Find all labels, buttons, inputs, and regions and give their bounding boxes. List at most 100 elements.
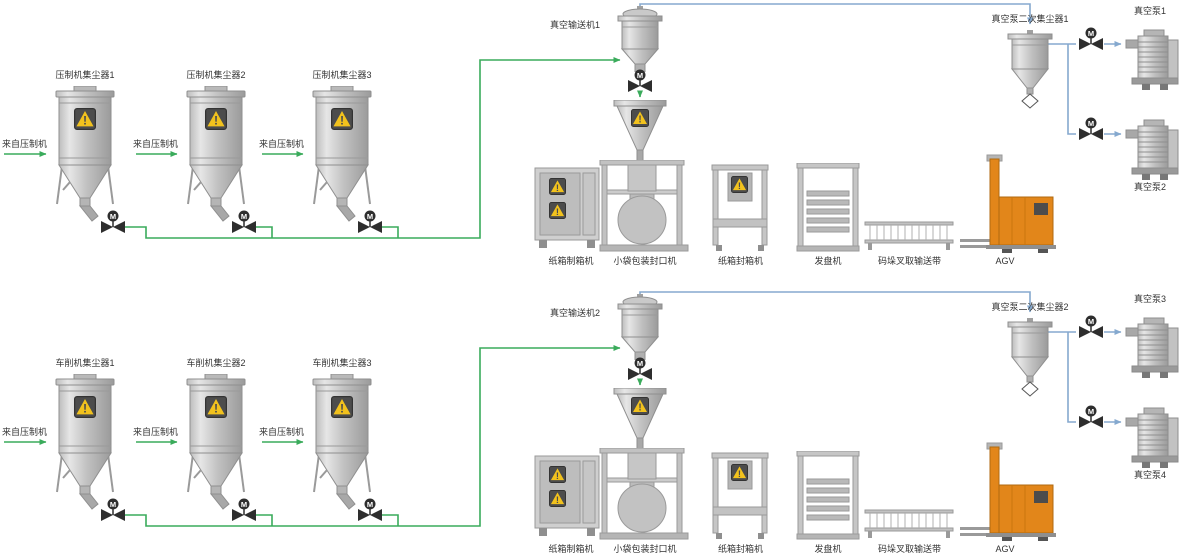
bag-packing-machine-icon: [600, 448, 688, 539]
pump-valve-2[interactable]: [1077, 117, 1105, 143]
dust-collector-1-label: 压制机集尘器1: [55, 70, 115, 80]
cabinet-machine-icon: [535, 456, 599, 536]
agv-forklift[interactable]: [960, 153, 1060, 253]
dust-collector-2-label: 车削机集尘器2: [186, 358, 246, 368]
dust-collector-3-label: 压制机集尘器3: [312, 70, 372, 80]
carton-forming-machine[interactable]: [533, 166, 603, 251]
carton-sealer-icon: [712, 453, 768, 539]
material-pipe: [125, 345, 621, 527]
secondary-collector[interactable]: [1000, 30, 1060, 110]
bag-packing-sealer-label: 小袋包装封口机: [613, 256, 677, 266]
dust-collector-3-label: 车削机集尘器3: [312, 358, 372, 368]
tray-dispenser-label: 发盘机: [814, 256, 842, 266]
motor-valve-icon: [232, 499, 256, 522]
motor-valve-icon: [628, 358, 652, 381]
agv-label: AGV: [995, 544, 1015, 554]
agv-forklift[interactable]: [960, 441, 1060, 541]
vacuum-pump-icon: [1126, 408, 1178, 468]
secondary-collector[interactable]: [1000, 318, 1060, 398]
tray-dispenser-icon: [797, 451, 859, 539]
source-label-2: 来自压制机: [133, 139, 179, 149]
tray-dispenser[interactable]: [795, 163, 861, 253]
source-label-3: 来自压制机: [259, 427, 305, 437]
dust-collector-icon: [187, 374, 245, 509]
carton-sealer-icon: [712, 165, 768, 251]
tray-dispenser[interactable]: [795, 451, 861, 541]
source-label-1: 来自压制机: [2, 427, 48, 437]
discharge-valve-3[interactable]: [356, 498, 384, 524]
vacuum-pump-2[interactable]: [1124, 406, 1184, 468]
vacuum-pump-icon: [1126, 30, 1178, 90]
conveyor-belt-icon: [865, 222, 953, 250]
palletizing-conveyor[interactable]: [864, 508, 954, 538]
motor-valve-icon: [1079, 28, 1103, 51]
vacuum-conveyor[interactable]: [612, 294, 668, 360]
press-line-section: 压制机集尘器1 压制机集尘器2 压制机集尘器3 来自压制机 来自压制机 来自压制…: [0, 0, 1194, 273]
vacuum-conveyor-icon: [618, 6, 662, 72]
agv-forklift-icon: [960, 443, 1056, 541]
motor-valve-icon: [628, 70, 652, 93]
vacuum-pump-2[interactable]: [1124, 118, 1184, 180]
discharge-valve-2[interactable]: [230, 210, 258, 236]
agv-forklift-icon: [960, 155, 1056, 253]
palletizing-conveyor-label: 码垛叉取输送带: [877, 256, 941, 266]
dust-collector-icon: [187, 86, 245, 221]
vacuum-pump-icon: [1126, 120, 1178, 180]
palletizing-conveyor[interactable]: [864, 220, 954, 250]
motor-valve-icon: [358, 499, 382, 522]
discharge-valve-1[interactable]: [99, 210, 127, 236]
tray-dispenser-label: 发盘机: [814, 544, 842, 554]
source-label-3: 来自压制机: [259, 139, 305, 149]
secondary-collector-icon: [1008, 318, 1052, 396]
material-pipe: [382, 514, 399, 526]
vacuum-pump-1[interactable]: [1124, 28, 1184, 90]
pump-valve-1[interactable]: [1077, 27, 1105, 53]
carton-forming-machine[interactable]: [533, 454, 603, 539]
palletizing-conveyor-label: 码垛叉取输送带: [877, 544, 941, 554]
bag-packing-machine-icon: [600, 160, 688, 251]
pump-valve-1[interactable]: [1077, 315, 1105, 341]
dust-collector-icon: [56, 86, 114, 221]
conveyor-belt-icon: [865, 510, 953, 538]
dust-collector-2-label: 压制机集尘器2: [186, 70, 246, 80]
source-label-1: 来自压制机: [2, 139, 48, 149]
motor-valve-icon: [1079, 118, 1103, 141]
carton-sealing-machine[interactable]: [710, 451, 770, 541]
discharge-valve-2[interactable]: [230, 498, 258, 524]
bag-packing-sealer[interactable]: [598, 448, 693, 543]
carton-forming-machine-label: 纸箱制箱机: [548, 256, 594, 266]
vacuum-pipe: [1067, 332, 1076, 423]
discharge-valve-1[interactable]: [99, 498, 127, 524]
carton-sealing-machine-label: 纸箱封箱机: [717, 544, 763, 554]
motor-valve-icon: [232, 211, 256, 234]
secondary-collector-label: 真空泵二次集尘器2: [991, 302, 1069, 312]
vacuum-conveyor[interactable]: [612, 6, 668, 72]
bag-packing-sealer[interactable]: [598, 160, 693, 255]
vacuum-pipe: [1067, 44, 1076, 135]
vacuum-pump-1-label: 真空泵3: [1133, 294, 1166, 304]
vacuum-pump-1[interactable]: [1124, 316, 1184, 378]
source-label-2: 来自压制机: [133, 427, 179, 437]
carton-sealing-machine[interactable]: [710, 163, 770, 253]
material-pipe: [256, 514, 273, 526]
conveyor-discharge-valve[interactable]: [626, 357, 654, 383]
vacuum-pump-2-label: 真空泵4: [1133, 470, 1166, 480]
secondary-collector-label: 真空泵二次集尘器1: [991, 14, 1069, 24]
vacuum-pump-2-label: 真空泵2: [1133, 182, 1166, 192]
material-pipe: [125, 57, 621, 239]
pipe-network: [4, 3, 1122, 239]
vacuum-pump-1-label: 真空泵1: [1133, 6, 1166, 16]
lathe-line-section: 车削机集尘器1 车削机集尘器2 车削机集尘器3 来自压制机 来自压制机 来自压制…: [0, 288, 1194, 559]
motor-valve-icon: [1079, 406, 1103, 429]
material-pipe: [382, 226, 399, 238]
bag-packing-sealer-label: 小袋包装封口机: [613, 544, 677, 554]
pump-valve-2[interactable]: [1077, 405, 1105, 431]
carton-sealing-machine-label: 纸箱封箱机: [717, 256, 763, 266]
agv-label: AGV: [995, 256, 1015, 266]
dust-collector-icon: [56, 374, 114, 509]
discharge-valve-3[interactable]: [356, 210, 384, 236]
vacuum-conveyor-label: 真空输送机2: [549, 308, 600, 318]
dust-collector-icon: [313, 86, 371, 221]
conveyor-discharge-valve[interactable]: [626, 69, 654, 95]
